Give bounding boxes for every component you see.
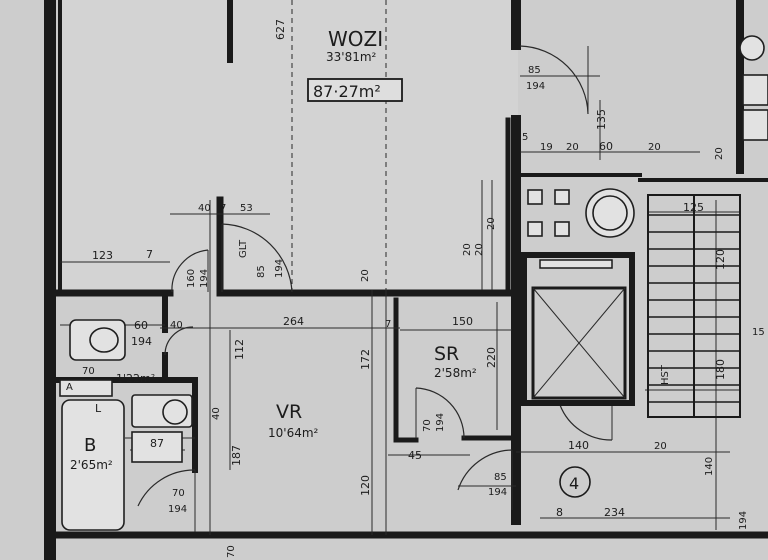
dim-20d: 20 xyxy=(648,142,661,153)
dim-20e: 20 xyxy=(714,147,725,160)
dim-135: 135 xyxy=(595,109,608,130)
dim-120: 120 xyxy=(359,475,372,496)
dim-87: 87 xyxy=(150,437,164,450)
room-area-vr: 10'64m² xyxy=(268,426,319,440)
dim-20: 20 xyxy=(360,269,371,282)
dim-70c: 70 xyxy=(82,366,95,377)
basin-drain xyxy=(162,399,188,425)
dim-194c: 194 xyxy=(131,335,152,348)
label-glt: GLT xyxy=(238,239,249,258)
dim-19: 19 xyxy=(540,142,553,153)
dim-160: 160 xyxy=(186,269,197,288)
label-15: 15 xyxy=(752,327,765,338)
dim-194h: 194 xyxy=(738,511,749,530)
dim-7c: 7 xyxy=(385,319,391,330)
dim-20g: 20 xyxy=(474,243,485,256)
dim-47: 40 xyxy=(170,320,183,331)
dim-8: 8 xyxy=(556,506,563,519)
label-l: L xyxy=(95,402,102,415)
dim-140b: 140 xyxy=(704,457,715,476)
dim-123: 123 xyxy=(92,249,113,262)
dim-85b: 85 xyxy=(494,472,507,483)
door-swings xyxy=(137,45,613,532)
dim-194: 194 xyxy=(199,269,210,288)
dim-194g: 194 xyxy=(526,81,545,92)
dim-20h: 20 xyxy=(486,217,497,230)
dim-40: 40 xyxy=(198,203,211,214)
room-name-vr: VR xyxy=(276,401,302,423)
vent-shaft xyxy=(554,221,570,237)
dim-5: 5 xyxy=(522,132,528,143)
dim-234: 234 xyxy=(604,506,625,519)
dim-7b: 7 xyxy=(220,203,226,214)
staircase-number-circle xyxy=(559,466,591,498)
room-area-wozi: 33'81m² xyxy=(326,50,377,64)
room-name-b: B xyxy=(84,435,96,456)
shaft-circle xyxy=(739,35,765,61)
label-hst: HST xyxy=(660,364,671,385)
room-name-wozi: WOZI xyxy=(328,27,383,51)
vent-shaft xyxy=(527,221,543,237)
dim-85: 85 xyxy=(256,265,267,278)
dim-194e: 194 xyxy=(168,504,187,515)
room-labels: WOZI 33'81m² 87·27m² VR 10'64m² SR 2'58m… xyxy=(70,27,579,493)
dim-45: 45 xyxy=(408,449,422,462)
living-room-floor xyxy=(58,0,518,290)
vent-shaft xyxy=(554,189,570,205)
dim-20f: 20 xyxy=(462,243,473,256)
dim-20b: 20 xyxy=(654,441,667,452)
dim-125: 125 xyxy=(683,201,704,214)
dim-7: 7 xyxy=(146,248,153,261)
dim-194d: 194 xyxy=(435,413,446,432)
walls xyxy=(44,0,768,560)
dim-264: 264 xyxy=(283,315,304,328)
dim-20c: 20 xyxy=(566,142,579,153)
dim-60: 60 xyxy=(134,319,148,332)
staircase-steps xyxy=(648,195,740,417)
bathtub xyxy=(61,399,125,531)
vent-shaft xyxy=(527,189,543,205)
dim-194f: 194 xyxy=(488,487,507,498)
label-a: A xyxy=(66,382,73,393)
total-area-box xyxy=(307,78,403,102)
dim-194b: 194 xyxy=(274,259,285,278)
dim-172: 172 xyxy=(359,349,372,370)
toilet-bowl xyxy=(89,327,119,353)
dim-70: 70 xyxy=(422,419,433,432)
shaft-box xyxy=(742,109,768,141)
dim-40b: 40 xyxy=(211,407,222,420)
shaft-box xyxy=(742,74,768,106)
dim-187: 187 xyxy=(230,445,243,466)
dim-150: 150 xyxy=(452,315,473,328)
dim-53: 53 xyxy=(240,203,253,214)
fixtures xyxy=(59,35,768,531)
dim-90: 70 xyxy=(226,545,237,558)
dim-112: 112 xyxy=(233,339,246,360)
dim-180: 180 xyxy=(714,359,727,380)
elevator xyxy=(521,252,635,406)
room-area-sr: 2'58m² xyxy=(434,366,477,380)
room-area-b: 2'65m² xyxy=(70,458,113,472)
dim-220: 220 xyxy=(485,347,498,368)
dim-120b: 120 xyxy=(714,249,727,270)
dim-70b: 70 xyxy=(172,488,185,499)
wc-sink xyxy=(59,379,113,397)
staircase-number: 4 xyxy=(569,474,579,493)
room-name-sr: SR xyxy=(434,343,459,365)
dimension-texts: 627 123 7 40 7 53 160 194 GLT 85 194 20 … xyxy=(66,19,765,558)
dim-85c: 85 xyxy=(528,65,541,76)
dim-627: 627 xyxy=(274,19,287,40)
total-area: 87·27m² xyxy=(313,82,381,101)
dim-60b: 60 xyxy=(599,140,613,153)
room-area-wc: 1'22m² xyxy=(116,372,155,385)
stair-outline xyxy=(647,194,741,418)
dim-140: 140 xyxy=(568,439,589,452)
bath-cabinet xyxy=(131,431,183,463)
